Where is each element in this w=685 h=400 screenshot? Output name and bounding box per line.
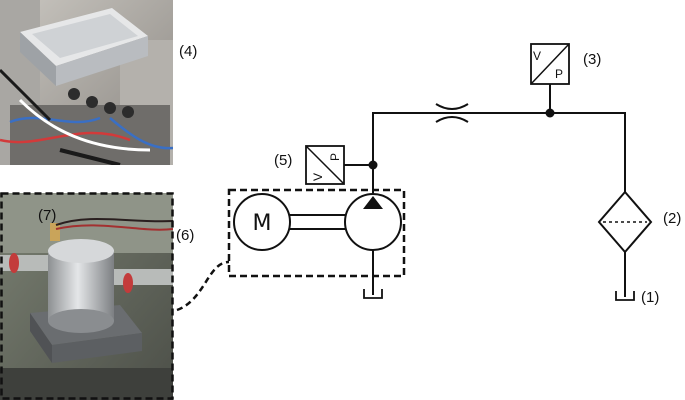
label-daq-device: (4) (179, 43, 198, 60)
pressure-line (372, 112, 626, 194)
pressure-transducer-icon-pump: V P (305, 145, 345, 185)
label-pump-unit: (6) (176, 227, 195, 244)
pump-icon (344, 193, 402, 251)
label-accelerometer: (7) (38, 207, 57, 224)
motor-letter: M (253, 211, 272, 236)
label-sensor-main: (3) (583, 51, 602, 68)
label-tank: (1) (641, 289, 660, 306)
pump-tank-icon (363, 289, 383, 299)
pump-photo-frame (0, 192, 174, 400)
daq-device-photo (0, 0, 173, 165)
label-sensor-pump: (5) (274, 152, 293, 169)
motor-icon: M (233, 193, 291, 251)
unit-connector-line (176, 260, 230, 312)
pressure-transducer-icon-main: V P (530, 43, 570, 85)
restrictor-icon (435, 103, 469, 123)
pump-unit-frame (227, 188, 406, 278)
tank-icon (615, 291, 635, 301)
transducer-main-v: V (533, 49, 541, 63)
label-filter: (2) (663, 210, 682, 227)
transducer-main-p: P (555, 67, 563, 81)
pump-photo (0, 193, 173, 400)
transducer-pump-v: V (311, 173, 325, 181)
transducer-pump-p: P (328, 153, 342, 161)
filter-icon (597, 190, 653, 254)
